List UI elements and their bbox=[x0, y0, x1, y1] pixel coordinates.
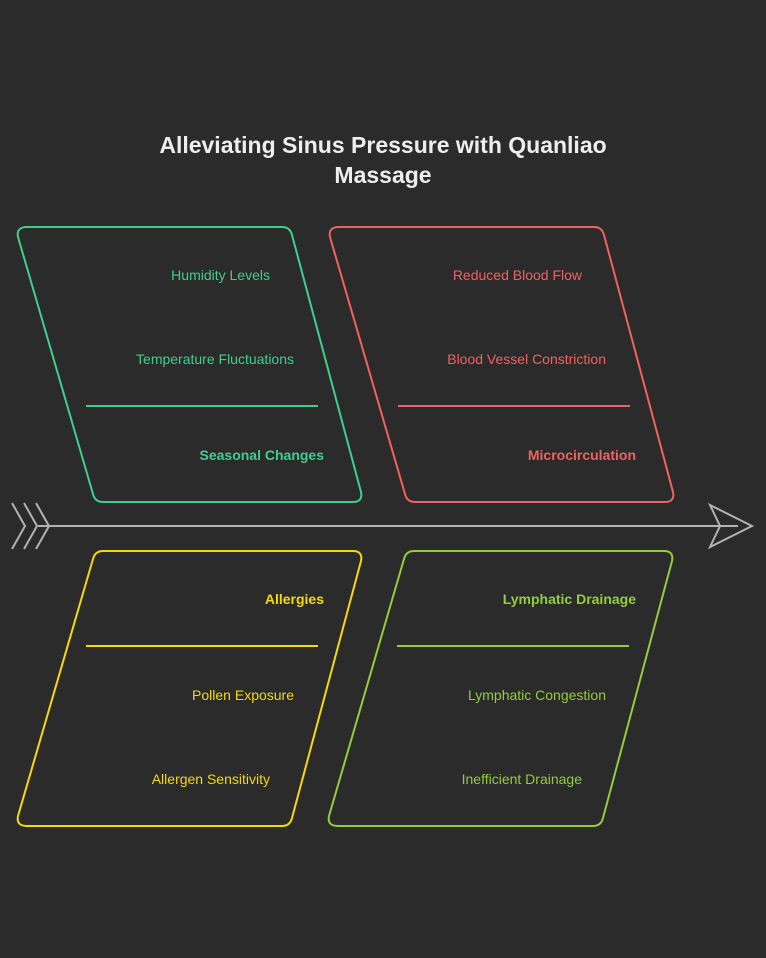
tail-chevron-3 bbox=[35, 502, 51, 550]
cause-label: Humidity Levels bbox=[171, 267, 270, 283]
title-line-1: Alleviating Sinus Pressure with Quanliao bbox=[159, 132, 607, 158]
arrowhead-icon bbox=[707, 502, 755, 550]
spine bbox=[11, 502, 755, 550]
category-heading: Lymphatic Drainage bbox=[502, 591, 636, 607]
diagram-title: Alleviating Sinus Pressure with Quanliao… bbox=[0, 130, 766, 190]
cause-label: Reduced Blood Flow bbox=[452, 267, 582, 283]
title-line-2: Massage bbox=[334, 162, 432, 188]
box-seasonal bbox=[16, 226, 363, 503]
tail-chevron-1 bbox=[11, 502, 27, 550]
tail-chevron-2 bbox=[23, 502, 39, 550]
box-microcirculation bbox=[328, 226, 675, 503]
cause-label: Blood Vessel Constriction bbox=[447, 351, 606, 367]
cause-label: Inefficient Drainage bbox=[461, 771, 582, 787]
cause-label: Temperature Fluctuations bbox=[136, 351, 294, 367]
category-heading: Microcirculation bbox=[527, 447, 636, 463]
cause-label: Lymphatic Congestion bbox=[467, 687, 606, 703]
category-heading: Allergies bbox=[264, 591, 324, 607]
category-heading: Seasonal Changes bbox=[199, 447, 325, 463]
cause-label: Allergen Sensitivity bbox=[151, 771, 270, 787]
box-allergies bbox=[16, 550, 363, 827]
box-lymphatic bbox=[327, 550, 674, 827]
cause-label: Pollen Exposure bbox=[192, 687, 294, 703]
